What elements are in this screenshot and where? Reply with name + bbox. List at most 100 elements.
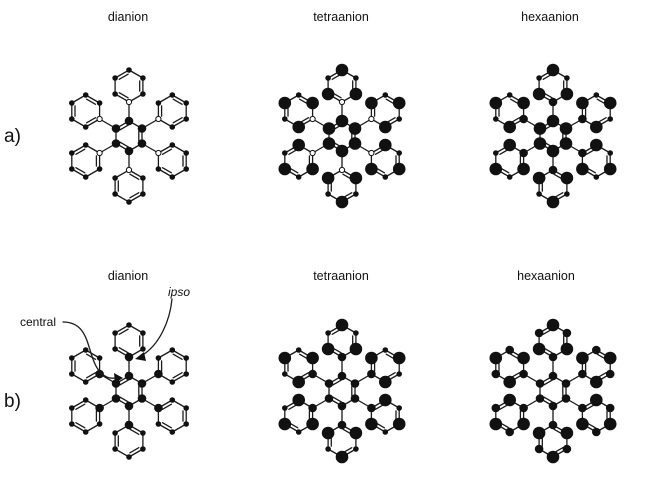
ortho-atom <box>169 124 176 130</box>
para-atom <box>603 351 617 365</box>
para-atom <box>335 318 349 332</box>
ortho-atom <box>349 171 363 185</box>
meta-atom <box>69 371 75 377</box>
central-label: central <box>20 315 56 329</box>
meta-atom <box>169 174 176 180</box>
meta-atom <box>593 174 600 180</box>
phenyl-double-bond <box>129 447 140 454</box>
ipso-node <box>96 115 103 123</box>
ipso-node <box>96 149 103 157</box>
ortho-atom <box>82 397 89 403</box>
ortho-atom <box>576 162 589 176</box>
meta-atom <box>353 75 359 81</box>
central-atom <box>137 379 147 388</box>
ortho-atom <box>306 351 319 365</box>
ortho-atom <box>112 91 118 97</box>
panel-b-dianion <box>69 322 189 460</box>
meta-atom <box>140 191 146 197</box>
central-atom <box>561 394 571 403</box>
panel-b-tetraanion <box>278 318 406 464</box>
para-atom <box>183 355 189 361</box>
central-atom <box>124 371 134 381</box>
ortho-atom <box>112 346 118 352</box>
ipso-atom <box>548 165 558 175</box>
meta-atom <box>536 191 542 197</box>
meta-atom <box>169 429 176 435</box>
ipso-atom <box>308 369 317 379</box>
central-atom <box>335 144 349 158</box>
ortho-atom <box>169 397 176 403</box>
phenyl-double-bond <box>129 192 140 199</box>
ipso-atom <box>578 403 587 413</box>
meta-atom <box>69 150 75 156</box>
ipso-node <box>368 115 375 123</box>
meta-atom <box>396 116 403 122</box>
ipso-atom <box>367 403 376 413</box>
central-atom <box>337 401 347 411</box>
meta-atom <box>140 446 146 452</box>
central-atom <box>324 394 334 403</box>
central-atom <box>350 379 360 388</box>
phenyl-double-bond <box>172 372 183 379</box>
phenyl-double-bond <box>172 98 183 105</box>
para-atom <box>69 100 75 106</box>
ortho-atom <box>532 87 546 101</box>
phenyl-double-bond <box>75 148 86 155</box>
ortho-atom <box>169 379 176 385</box>
ipso-atom <box>337 420 347 430</box>
meta-atom <box>605 369 615 379</box>
meta-atom <box>382 347 389 353</box>
ipso-node <box>368 149 375 157</box>
meta-atom <box>562 328 572 338</box>
para-atom <box>392 96 406 110</box>
para-atom <box>335 450 349 464</box>
central-atom <box>535 379 545 388</box>
ortho-atom <box>590 138 603 152</box>
para-atom <box>278 96 292 110</box>
annotation-central: central <box>20 315 123 383</box>
meta-atom <box>607 116 613 122</box>
para-atom <box>126 199 132 205</box>
meta-atom <box>353 446 359 452</box>
meta-atom <box>605 403 615 413</box>
ipso-atom <box>154 403 163 413</box>
ortho-atom <box>590 375 603 389</box>
meta-atom <box>295 347 302 353</box>
ipso-atom <box>578 369 587 379</box>
central-atom <box>322 137 336 150</box>
meta-atom <box>491 403 501 413</box>
phenyl-double-bond <box>75 167 86 174</box>
ortho-atom <box>306 96 319 110</box>
central-atom <box>350 394 360 403</box>
ortho-atom <box>82 124 89 130</box>
ortho-atom <box>517 162 530 176</box>
ortho-atom <box>349 426 363 440</box>
para-atom <box>278 351 292 365</box>
central-double-bond <box>332 396 342 403</box>
phenyl-double-bond <box>161 167 173 174</box>
ipso-node <box>338 98 346 106</box>
row-label-b: b) <box>4 391 21 412</box>
ortho-atom <box>590 393 603 407</box>
ortho-atom <box>292 375 306 389</box>
para-atom <box>546 63 560 77</box>
ortho-atom <box>560 87 574 101</box>
meta-atom <box>592 427 601 437</box>
phenyl-double-bond <box>129 428 140 435</box>
ortho-atom <box>96 166 103 172</box>
central-atom <box>137 394 147 403</box>
para-atom <box>183 166 189 172</box>
meta-atom <box>325 191 331 197</box>
ortho-atom <box>590 120 603 134</box>
ortho-atom <box>112 175 118 181</box>
central-arrow-head <box>114 373 123 383</box>
central-atom <box>559 137 573 150</box>
meta-atom <box>140 75 146 81</box>
title-b-hexaanion: hexaanion <box>517 269 575 283</box>
annotation-ipso: ipso <box>135 285 190 361</box>
para-atom <box>603 162 617 176</box>
phenyl-double-bond <box>75 403 86 410</box>
para-atom <box>489 417 503 431</box>
ortho-atom <box>379 393 392 407</box>
central-double-bond <box>543 379 553 386</box>
